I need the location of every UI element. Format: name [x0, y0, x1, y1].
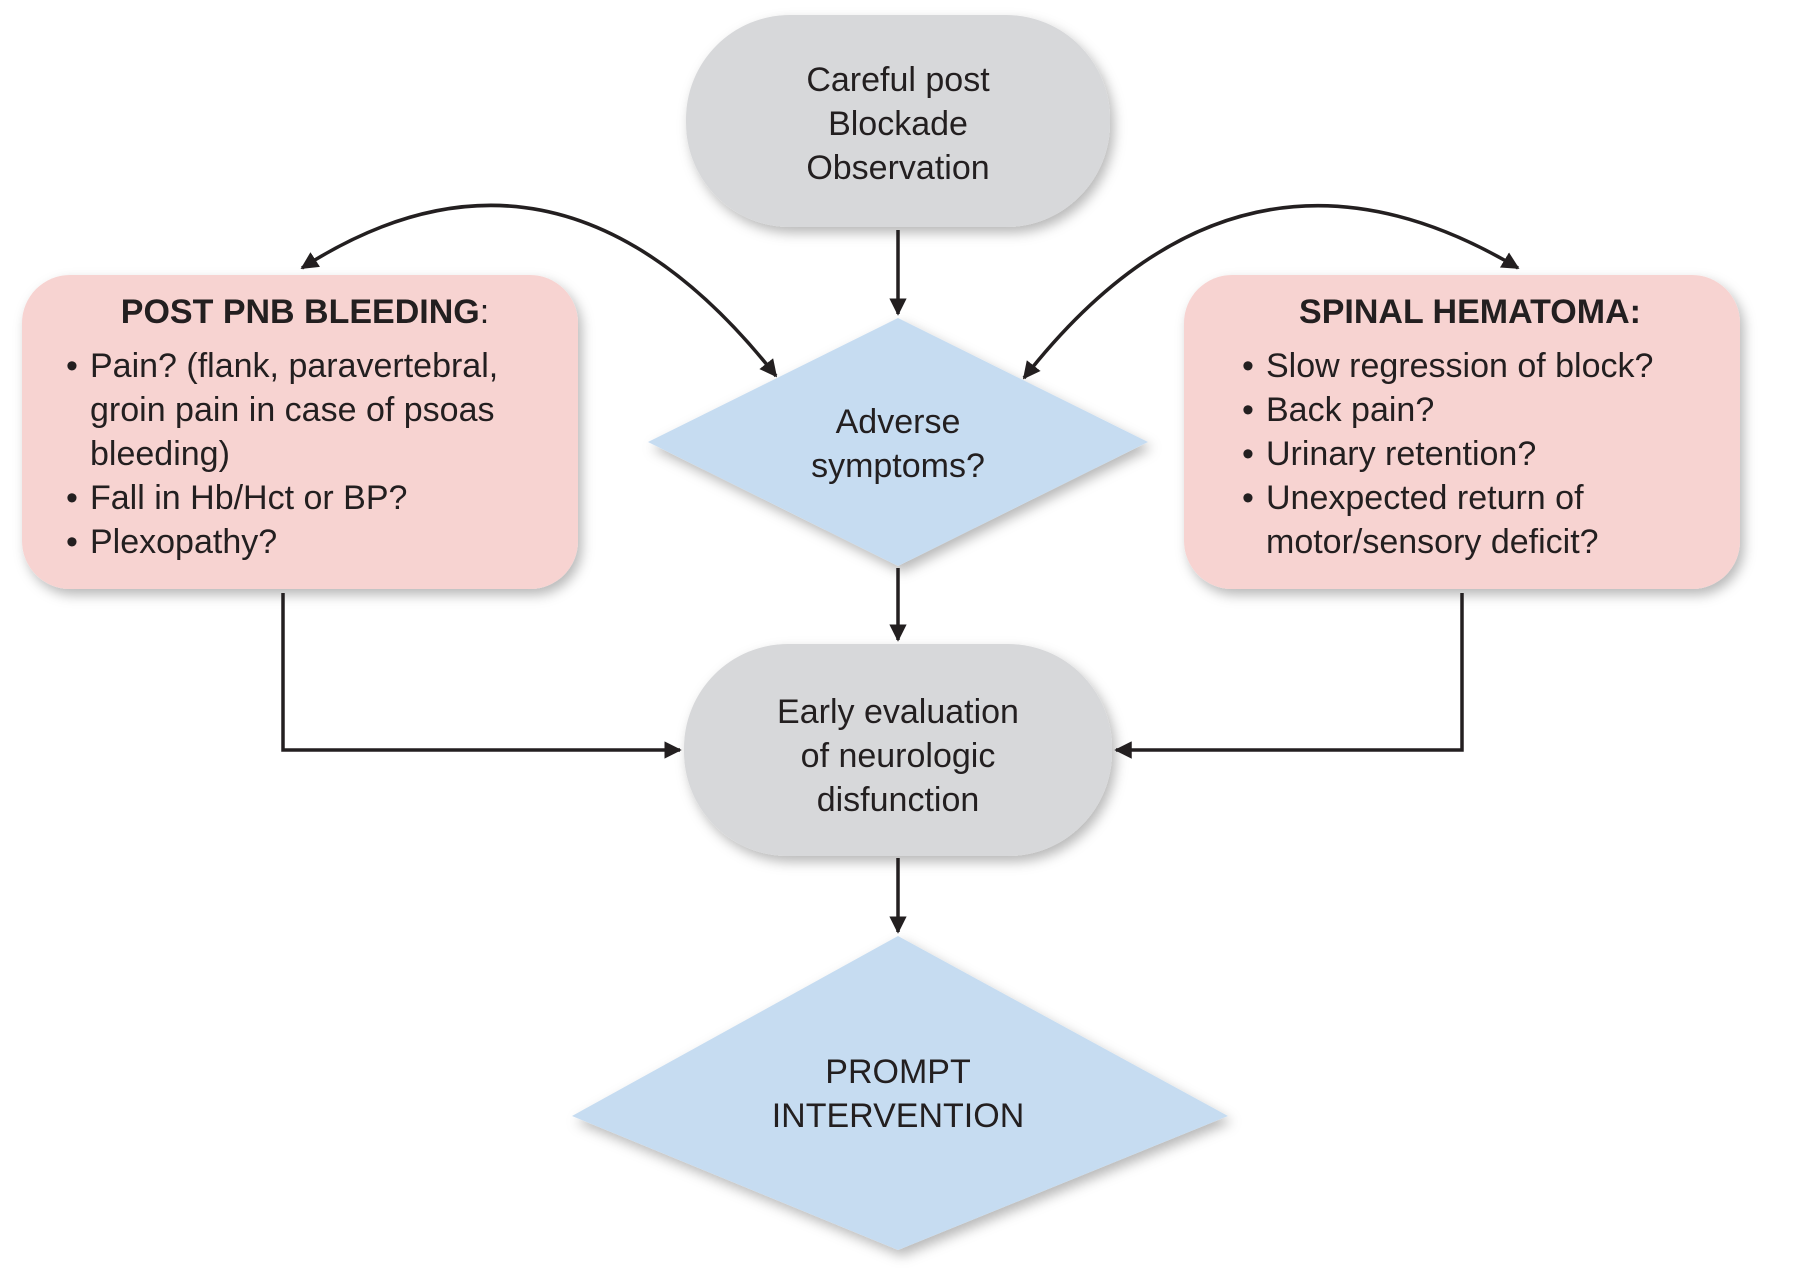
intervention-line: PROMPT — [825, 1053, 971, 1091]
list-item: Slow regression of block? — [1240, 344, 1720, 388]
list-item: Fall in Hb/Hct or BP? — [64, 476, 554, 520]
observation-label: Careful post Blockade Observation — [688, 58, 1108, 190]
evaluation-line: Early evaluation — [777, 693, 1019, 731]
evaluation-line: disfunction — [816, 781, 980, 819]
observation-node — [686, 15, 1110, 227]
evaluation-label: Early evaluation of neurologic disfuncti… — [686, 690, 1110, 822]
intervention-line: INTERVENTION — [771, 1097, 1025, 1135]
observation-line: Careful post — [806, 61, 990, 99]
arrow-spinal-to-evaluation — [1114, 593, 1464, 759]
list-item: Urinary retention? — [1240, 432, 1720, 476]
arrow-adverse-post-pnb-curve — [300, 203, 778, 378]
list-item: Plexopathy? — [64, 520, 554, 564]
prompt-intervention-diamond — [572, 936, 1228, 1250]
post-pnb-list: Pain? (flank, paravertebral, groin pain … — [64, 344, 554, 564]
list-item: Unexpected return of motor/sensory defic… — [1240, 476, 1720, 564]
observation-line: Observation — [806, 149, 990, 187]
spinal-title-row: SPINAL HEMATOMA: — [1220, 290, 1720, 334]
adverse-symptoms-label: Adverse symptoms? — [748, 400, 1048, 488]
post-pnb-title: POST PNB BLEEDING — [120, 293, 480, 331]
adverse-symptoms-diamond — [648, 318, 1148, 566]
spinal-title: SPINAL HEMATOMA: — [1299, 293, 1641, 331]
evaluation-node — [684, 644, 1112, 856]
arrow-adverse-spinal-curve — [1022, 204, 1520, 380]
post-pnb-title-suffix: : — [479, 293, 490, 331]
list-item: Back pain? — [1240, 388, 1720, 432]
prompt-intervention-label: PROMPT INTERVENTION — [698, 1050, 1098, 1138]
spinal-hematoma-content: SPINAL HEMATOMA: Slow regression of bloc… — [1240, 290, 1720, 564]
post-pnb-bleeding-content: POST PNB BLEEDING: Pain? (flank, paraver… — [64, 290, 554, 564]
post-pnb-title-row: POST PNB BLEEDING: — [56, 290, 554, 334]
observation-line: Blockade — [828, 105, 968, 143]
list-item: Pain? (flank, paravertebral, groin pain … — [64, 344, 554, 476]
adverse-line: symptoms? — [811, 447, 985, 485]
adverse-line: Adverse — [835, 403, 961, 441]
evaluation-line: of neurologic — [800, 737, 996, 775]
spinal-list: Slow regression of block? Back pain? Uri… — [1240, 344, 1720, 564]
arrow-post-pnb-to-evaluation — [281, 593, 682, 759]
